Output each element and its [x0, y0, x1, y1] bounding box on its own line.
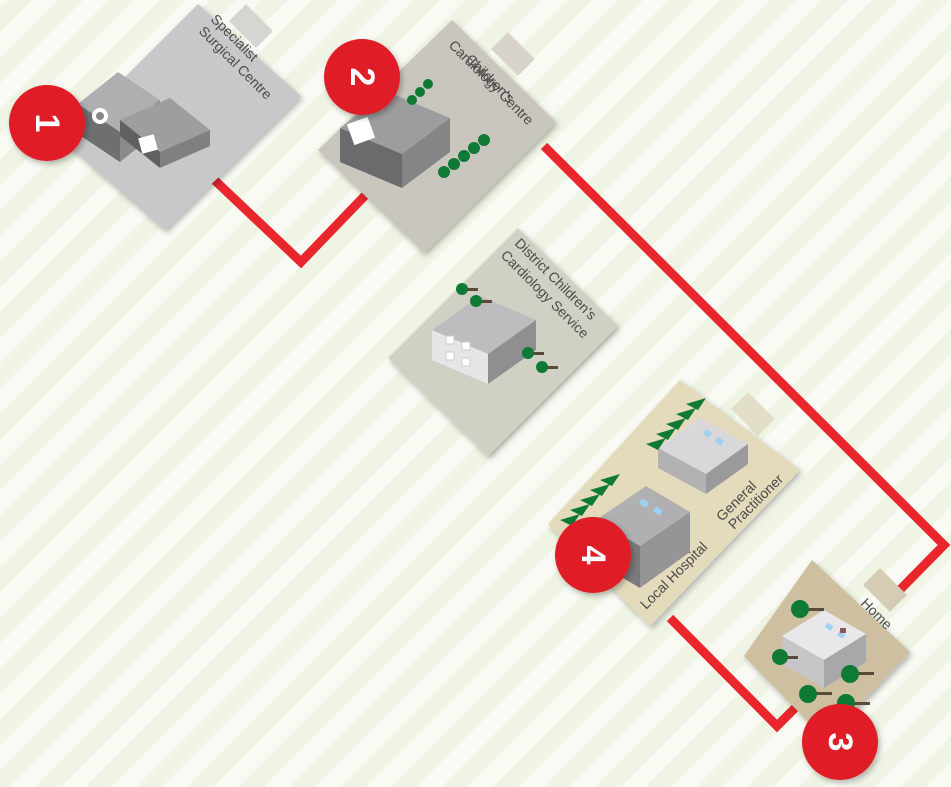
site-specialist-surgical-centre: Specialist Surgical Centre — [62, 4, 301, 230]
step-badge-number: 2 — [343, 68, 381, 87]
step-badge-2: 2 — [324, 39, 400, 115]
site-district-cardiology-service: District Children's Cardiology Service — [388, 228, 618, 456]
step-badge-number: 3 — [821, 733, 859, 752]
route-specialist-to-cardiology — [206, 172, 380, 262]
step-badge-4: 4 — [555, 517, 631, 593]
step-badge-number: 1 — [28, 114, 66, 133]
step-badge-3: 3 — [802, 704, 878, 780]
step-badge-1: 1 — [9, 85, 85, 161]
step-badge-number: 4 — [574, 546, 612, 565]
